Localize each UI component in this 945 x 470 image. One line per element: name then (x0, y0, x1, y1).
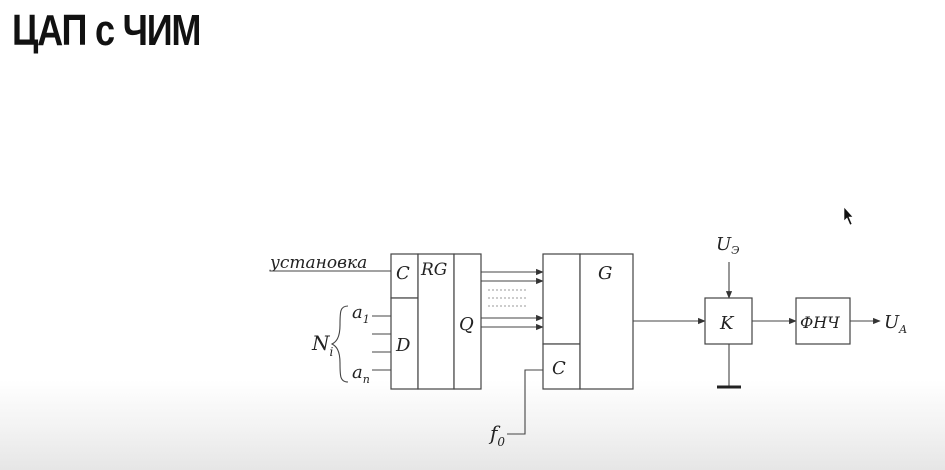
register-data-cell (390, 297, 419, 390)
bit-last-label: an (352, 362, 370, 386)
generator-block: G C (542, 253, 634, 390)
register-clock-cell (390, 253, 419, 299)
register-name-label: RG (420, 260, 447, 280)
lowpass-filter-block: ФНЧ (795, 297, 851, 345)
output-sub: A (898, 323, 907, 336)
generator-clock-label: C (552, 358, 566, 379)
supply-main: U (716, 234, 732, 255)
data-input-label: Ni (311, 331, 334, 359)
bit-last-main: a (352, 362, 363, 383)
clock-input-line (507, 369, 543, 435)
generator-body-cell (579, 253, 634, 390)
register-clock-label: C (396, 263, 410, 284)
switch-block: K (704, 297, 753, 345)
data-input-sub: i (330, 345, 334, 359)
filter-box (795, 297, 851, 345)
register-block: C RG D Q (390, 253, 482, 390)
supply-sub: Э (731, 244, 739, 257)
generator-input-cell (542, 253, 581, 345)
clock-input-label: f0 (488, 421, 505, 449)
generator-clock-cell (542, 343, 581, 390)
bit-last-sub: n (363, 373, 370, 386)
clock-input-sub: 0 (497, 435, 505, 449)
output-label: UA (884, 312, 907, 336)
bit-first-label: a1 (352, 302, 370, 326)
register-output-cell (453, 253, 482, 390)
bit-first-main: a (352, 302, 363, 323)
data-brace (330, 305, 349, 383)
filter-label: ФНЧ (800, 313, 840, 332)
setup-input-label: установка (269, 253, 367, 273)
supply-label: UЭ (716, 234, 740, 257)
arrow-pointer-icon (843, 206, 854, 226)
slide-title: ЦАП с ЧИМ (12, 6, 201, 55)
register-output-label: Q (459, 314, 474, 335)
register-data-label: D (395, 335, 411, 356)
generator-name-label: G (598, 263, 612, 284)
output-main: U (884, 312, 900, 333)
data-input-main: N (311, 331, 331, 355)
switch-label: K (719, 313, 735, 334)
bit-first-sub: 1 (363, 313, 370, 326)
